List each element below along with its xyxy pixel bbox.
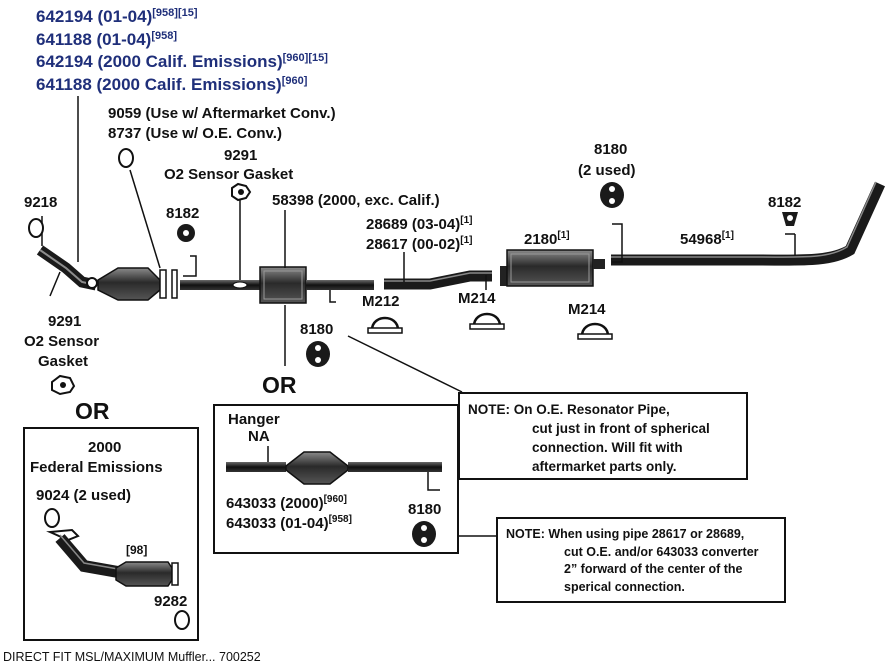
o2-gasket-left-icon: [51, 374, 76, 396]
label-m214-a: M214: [458, 290, 496, 307]
label-9282: 9282: [154, 593, 187, 610]
note1-line-2: cut just in front of spherical: [532, 421, 710, 436]
hanger-8182-left-icon: [177, 224, 195, 242]
label-federal-1: 2000: [88, 439, 121, 456]
label-8180-top: 8180: [594, 141, 627, 158]
o2-sensor-port: [232, 281, 248, 289]
label-28617: 28617 (00-02)[1]: [366, 235, 472, 253]
label-9291-left-1: 9291: [48, 313, 81, 330]
gasket-9024-icon: [44, 508, 60, 528]
label-9291-top-num: 9291: [224, 147, 257, 164]
note1-line-3: connection. Will fit with: [532, 440, 683, 455]
label-m214-b: M214: [568, 301, 606, 318]
label-28689: 28689 (03-04)[1]: [366, 215, 472, 233]
footer-caption: DIRECT FIT MSL/MAXIMUM Muffler... 700252: [3, 650, 261, 664]
hanger-8180-top-icon: [600, 182, 624, 208]
hardware: [28, 148, 798, 396]
note2-line-2: cut O.E. and/or 643033 converter: [564, 544, 759, 559]
note-resonator-pipe: NOTE: On O.E. Resonator Pipe, cut just i…: [458, 392, 748, 480]
label-alt-hanger: Hanger: [228, 411, 280, 428]
part-labels: 9059 (Use w/ Aftermarket Conv.) 8737 (Us…: [24, 105, 801, 424]
flange-gasket: [171, 269, 178, 299]
gasket-9282-icon: [174, 610, 190, 630]
note-pipe-cut: NOTE: When using pipe 28617 or 28689, cu…: [496, 517, 786, 603]
label-federal-2: Federal Emissions: [30, 459, 163, 476]
label-or-main: OR: [262, 372, 297, 398]
clamp-m214-a-icon: [469, 312, 505, 330]
resonator: [259, 266, 307, 304]
label-8737: 8737 (Use w/ O.E. Conv.): [108, 125, 282, 142]
label-8182-right: 8182: [768, 194, 801, 211]
label-54968: 54968[1]: [680, 230, 734, 248]
label-2180: 2180[1]: [524, 230, 570, 248]
label-alt-na: NA: [248, 428, 270, 445]
resonator-outlet-pipe: [306, 280, 374, 290]
alt-outlet-pipe: [348, 462, 442, 472]
label-642194-0104: 642194 (01-04)[958][15]: [36, 7, 198, 26]
label-9291-left-3: Gasket: [38, 353, 88, 370]
clamp-m212-icon: [367, 316, 403, 334]
federal-panel: 2000 Federal Emissions 9024 (2 used) [98…: [23, 427, 199, 641]
label-642194-calif: 642194 (2000 Calif. Emissions)[960][15]: [36, 52, 328, 71]
label-federal-ref: [98]: [126, 543, 147, 557]
o2-sensor-boss: [86, 277, 98, 289]
note2-lead: NOTE:: [506, 527, 545, 541]
alt-inlet-pipe: [226, 462, 286, 472]
federal-converter: [115, 561, 173, 587]
label-8182-left: 8182: [166, 205, 199, 222]
note1-line-1: On O.E. Resonator Pipe,: [513, 402, 670, 417]
main-exhaust: [36, 181, 886, 304]
o2-gasket-icon: [231, 182, 252, 202]
label-m212: M212: [362, 293, 400, 310]
tailpipe: [611, 181, 886, 266]
clamp-ring-icon: [28, 218, 44, 238]
label-9291-left-2: O2 Sensor: [24, 333, 99, 350]
label-or-left: OR: [75, 398, 110, 424]
note1-lead: NOTE:: [468, 402, 510, 417]
label-58398: 58398 (2000, exc. Calif.): [272, 192, 440, 209]
clamp-m214-b-icon: [577, 322, 613, 340]
hanger-8180-alt-icon: [412, 521, 436, 547]
label-641188-0104: 641188 (01-04)[958]: [36, 30, 177, 49]
note2-line-4: sperical connection.: [564, 579, 685, 594]
label-8180-alt: 8180: [408, 501, 441, 518]
label-641188-calif: 641188 (2000 Calif. Emissions)[960]: [36, 75, 308, 94]
gasket-ring-icon: [118, 148, 134, 168]
muffler: [506, 249, 594, 287]
hanger-8182-right-icon: [782, 212, 798, 226]
label-8180-top-qty: (2 used): [578, 162, 636, 179]
top-labels: 642194 (01-04)[958][15] 641188 (01-04)[9…: [36, 7, 328, 94]
label-9059: 9059 (Use w/ Aftermarket Conv.): [108, 105, 336, 122]
label-643033-0104: 643033 (01-04)[958]: [226, 514, 352, 532]
converter-flange: [159, 269, 167, 299]
connector-pipe: [384, 270, 492, 290]
label-643033-2000: 643033 (2000)[960]: [226, 494, 347, 512]
alt-converter-panel: Hanger NA 643033 (2000)[960] 643033 (01-…: [213, 404, 459, 554]
label-9291-top-desc: O2 Sensor Gasket: [164, 166, 293, 183]
note1-line-4: aftermarket parts only.: [532, 459, 677, 474]
note2-line-1: When using pipe 28617 or 28689,: [548, 527, 745, 541]
label-9218: 9218: [24, 194, 57, 211]
catalytic-converter: [97, 267, 161, 301]
note2-line-3: 2” forward of the center of the: [564, 562, 743, 576]
federal-downpipe: [46, 528, 120, 578]
hanger-8180-mid-icon: [306, 341, 330, 367]
label-9024: 9024 (2 used): [36, 487, 131, 504]
intermediate-pipe: [180, 280, 260, 290]
label-8180-mid: 8180: [300, 321, 333, 338]
